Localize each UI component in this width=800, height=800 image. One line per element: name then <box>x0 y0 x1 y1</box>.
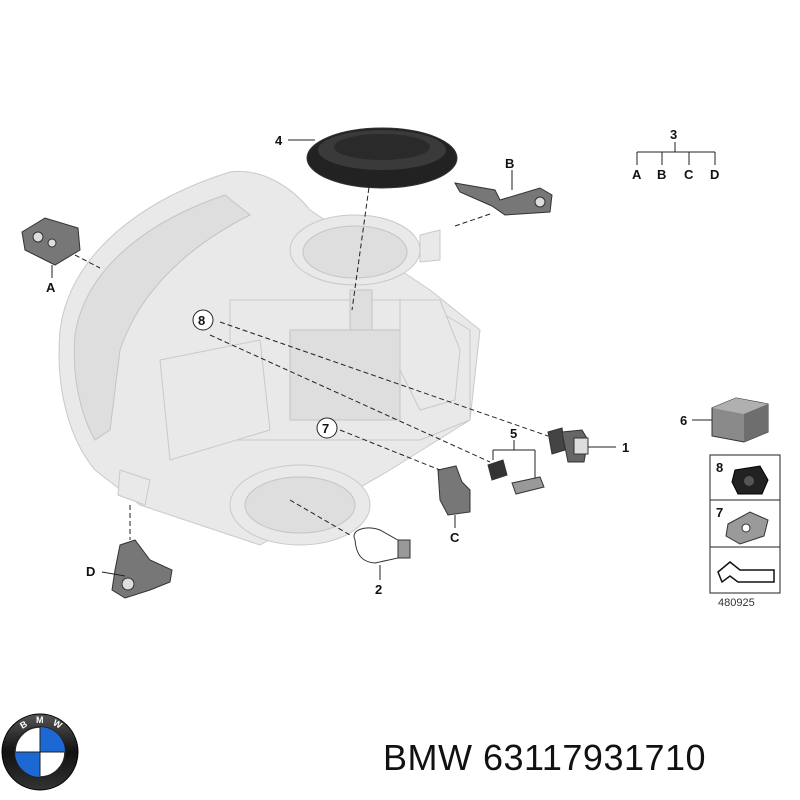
brand-name: BMW <box>383 737 473 778</box>
callout-d: D <box>86 564 95 579</box>
tree-leaf-b: B <box>657 167 666 182</box>
callout-a: A <box>46 280 56 295</box>
legend-item-7: 7 <box>716 505 723 520</box>
tree-root: 3 <box>670 127 677 142</box>
part-number: 63117931710 <box>483 737 707 778</box>
part-5-bulb-set <box>487 459 545 495</box>
svg-text:M: M <box>36 715 44 725</box>
callout-8: 8 <box>198 313 205 328</box>
callout-b: B <box>505 156 514 171</box>
part-6-box <box>711 397 769 443</box>
part-2-bulb <box>353 527 411 564</box>
legend-item-8: 8 <box>716 460 723 475</box>
part-4-cover-cap <box>306 127 458 189</box>
part-1-bulb <box>547 427 589 463</box>
brand-part-number: BMW 63117931710 <box>383 737 706 779</box>
assembly-tree: 3 A B C D <box>632 127 719 182</box>
callout-6: 6 <box>680 413 687 428</box>
legend-arrow-icon <box>717 561 775 584</box>
tree-leaf-d: D <box>710 167 719 182</box>
bmw-logo: B M W <box>1 713 79 791</box>
part-a-clip <box>21 217 81 266</box>
part-b-bracket <box>454 182 553 216</box>
legend-panel: 8 7 <box>709 454 781 594</box>
callout-5: 5 <box>510 426 517 441</box>
callout-c: C <box>450 530 460 545</box>
callout-7: 7 <box>322 421 329 436</box>
svg-text:B: B <box>18 719 29 731</box>
tree-leaf-a: A <box>632 167 642 182</box>
diagram-number: 480925 <box>718 597 755 609</box>
part-c-bracket <box>437 465 471 516</box>
part-d-bracket <box>111 539 173 599</box>
tree-leaf-c: C <box>684 167 694 182</box>
callout-2: 2 <box>375 582 382 597</box>
callout-4: 4 <box>275 133 283 148</box>
callout-1: 1 <box>622 440 629 455</box>
headlight-housing <box>58 170 481 546</box>
